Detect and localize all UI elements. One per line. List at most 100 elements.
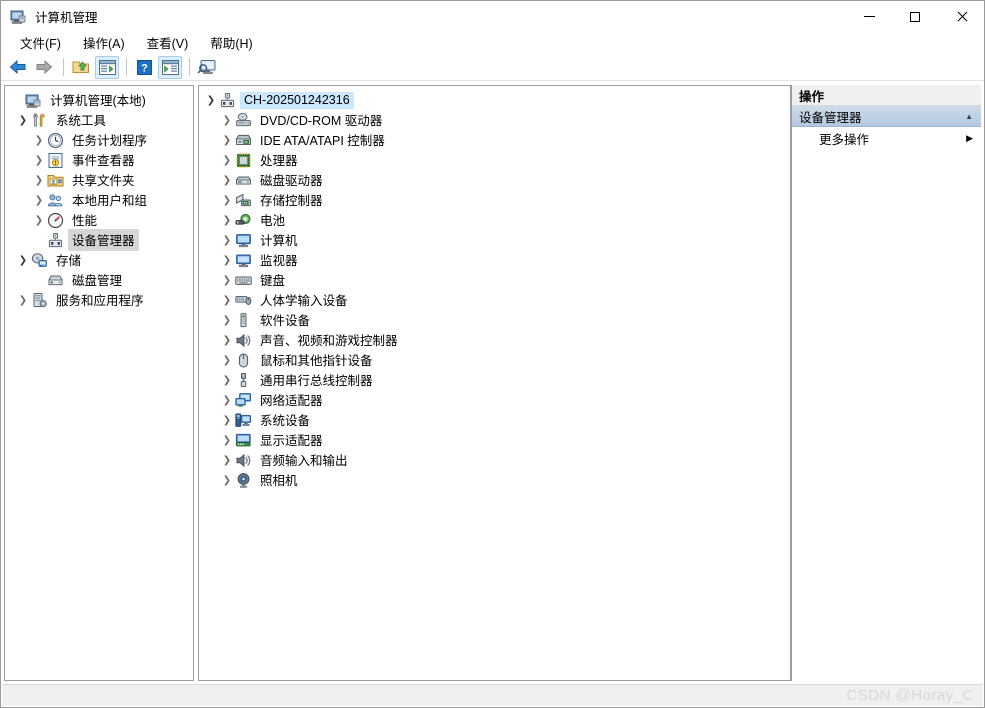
maximize-button[interactable] xyxy=(892,1,938,32)
submenu-chevron-right-icon[interactable]: ▶ xyxy=(966,132,973,143)
device-category-storage-controllers[interactable]: ❯ 存储控制器 xyxy=(199,190,790,210)
sidebar-item-task-scheduler[interactable]: ❯ 任务计划程序 xyxy=(5,130,193,150)
device-tree-root[interactable]: ❯ CH-202501242316 xyxy=(199,90,790,110)
chevron-right-icon[interactable]: ❯ xyxy=(222,154,232,166)
device-category-system-devices[interactable]: ❯ 系统设备 xyxy=(199,410,790,430)
device-category-audio-io[interactable]: ❯ 音频输入和输出 xyxy=(199,450,790,470)
help-button[interactable]: ? xyxy=(132,56,156,79)
chevron-right-icon[interactable]: ❯ xyxy=(222,414,232,426)
device-category-label: 声音、视频和游戏控制器 xyxy=(260,334,398,348)
chevron-right-icon[interactable]: ❯ xyxy=(222,114,232,126)
chevron-right-icon[interactable]: ❯ xyxy=(222,214,232,226)
chevron-down-icon[interactable]: ❯ xyxy=(206,94,216,106)
chevron-right-icon[interactable]: ❯ xyxy=(222,474,232,486)
sidebar-item-shared-folders[interactable]: ❯ 共享文件夹 xyxy=(5,170,193,190)
device-category-software-devices[interactable]: ❯ 软件设备 xyxy=(199,310,790,330)
actions-group-device-manager[interactable]: 设备管理器 ▲ xyxy=(792,106,981,127)
scan-hardware-changes-button[interactable] xyxy=(195,56,219,79)
chevron-right-icon[interactable]: ❯ xyxy=(222,294,232,306)
collapse-chevron-up-icon[interactable]: ▲ xyxy=(965,111,973,121)
chevron-right-icon[interactable]: ❯ xyxy=(34,174,44,186)
device-category-network-adapters[interactable]: ❯ 网络适配器 xyxy=(199,390,790,410)
device-category-label: 通用串行总线控制器 xyxy=(260,374,373,388)
software-device-icon xyxy=(235,312,252,329)
storage-icon xyxy=(31,252,48,269)
chevron-down-icon[interactable]: ❯ xyxy=(18,254,28,266)
menu-bar: 文件(F) 操作(A) 查看(V) 帮助(H) xyxy=(1,32,984,54)
device-category-display-adapters[interactable]: ❯ 显示适配器 xyxy=(199,430,790,450)
chevron-right-icon[interactable]: ❯ xyxy=(222,134,232,146)
menu-help-label: 帮助(H) xyxy=(210,37,253,51)
chevron-right-icon[interactable]: ❯ xyxy=(34,154,44,166)
pane-splitter[interactable] xyxy=(194,85,198,681)
back-button[interactable] xyxy=(6,56,30,79)
chevron-right-icon[interactable]: ❯ xyxy=(222,174,232,186)
sidebar-item-services-applications[interactable]: ❯ 服务和应用程序 xyxy=(5,290,193,310)
action-more-actions-label: 更多操作 xyxy=(819,132,870,147)
system-tools-icon xyxy=(31,112,48,129)
device-category-hid[interactable]: ❯ xyxy=(199,290,790,310)
show-hide-console-tree-button[interactable] xyxy=(158,55,182,79)
sidebar-item-disk-management[interactable]: 磁盘管理 xyxy=(5,270,193,290)
chevron-right-icon[interactable]: ❯ xyxy=(34,214,44,226)
menu-help[interactable]: 帮助(H) xyxy=(199,31,263,55)
network-adapter-icon xyxy=(235,392,252,409)
device-category-cameras[interactable]: ❯ 照相机 xyxy=(199,470,790,490)
device-category-dvd-cdrom[interactable]: ❯ DVD/CD-ROM 驱动器 xyxy=(199,110,790,130)
chevron-right-icon[interactable]: ❯ xyxy=(222,334,232,346)
sidebar-item-system-tools[interactable]: ❯ 系统工具 xyxy=(5,110,193,130)
sidebar-item-storage[interactable]: ❯ 存储 xyxy=(5,250,193,270)
console-tree-root[interactable]: 计算机管理(本地) xyxy=(5,90,193,110)
sidebar-item-local-users-groups[interactable]: ❯ 本地用户和组 xyxy=(5,190,193,210)
chevron-right-icon[interactable]: ❯ xyxy=(222,394,232,406)
device-category-batteries[interactable]: ❯ 电池 xyxy=(199,210,790,230)
chevron-right-icon[interactable]: ❯ xyxy=(222,454,232,466)
sound-video-game-icon xyxy=(235,332,252,349)
chevron-right-icon[interactable]: ❯ xyxy=(222,434,232,446)
chevron-right-icon[interactable]: ❯ xyxy=(222,194,232,206)
sidebar-item-performance[interactable]: ❯ 性能 xyxy=(5,210,193,230)
device-category-sound-video-game[interactable]: ❯ 声音、视频和游戏控制器 xyxy=(199,330,790,350)
device-tree-root-label: CH-202501242316 xyxy=(240,91,354,109)
device-category-processors[interactable]: ❯ xyxy=(199,150,790,170)
close-button[interactable] xyxy=(938,1,984,32)
chevron-right-icon[interactable]: ❯ xyxy=(222,354,232,366)
device-category-ide-ata-atapi[interactable]: ❯ IDE ATA/ATAPI 控制器 xyxy=(199,130,790,150)
chevron-right-icon[interactable]: ❯ xyxy=(222,234,232,246)
chevron-right-icon[interactable]: ❯ xyxy=(222,374,232,386)
chevron-right-icon[interactable]: ❯ xyxy=(18,294,28,306)
chevron-right-icon[interactable]: ❯ xyxy=(222,274,232,286)
help-icon: ? xyxy=(136,59,152,75)
keyboard-icon xyxy=(235,272,252,289)
properties-button[interactable] xyxy=(95,55,119,79)
device-category-mice-pointing[interactable]: ❯ 鼠标和其他指针设备 xyxy=(199,350,790,370)
chevron-right-icon[interactable]: ❯ xyxy=(34,134,44,146)
sidebar-item-event-viewer[interactable]: ❯ 事件查看器 xyxy=(5,150,193,170)
device-category-usb-controllers[interactable]: ❯ 通用串行总线控制器 xyxy=(199,370,790,390)
usb-controller-icon xyxy=(235,372,252,389)
device-category-monitors[interactable]: ❯ 监视器 xyxy=(199,250,790,270)
sidebar-item-storage-label: 存储 xyxy=(56,254,82,268)
device-category-label: 存储控制器 xyxy=(260,194,323,208)
chevron-right-icon[interactable]: ❯ xyxy=(222,314,232,326)
action-more-actions[interactable]: 更多操作 ▶ xyxy=(792,127,981,149)
menu-file[interactable]: 文件(F) xyxy=(9,31,72,55)
chevron-down-icon[interactable]: ❯ xyxy=(18,114,28,126)
menu-action[interactable]: 操作(A) xyxy=(72,31,136,55)
up-one-level-button[interactable] xyxy=(69,56,93,79)
device-category-label: 系统设备 xyxy=(260,414,311,428)
audio-io-icon xyxy=(235,452,252,469)
expander-none xyxy=(31,272,47,288)
sidebar-item-device-manager[interactable]: 设备管理器 xyxy=(5,229,193,251)
back-icon xyxy=(9,59,26,75)
device-category-keyboards[interactable]: ❯ xyxy=(199,270,790,290)
forward-button[interactable] xyxy=(32,56,56,79)
device-category-computer[interactable]: ❯ 计算机 xyxy=(199,230,790,250)
chevron-right-icon[interactable]: ❯ xyxy=(34,194,44,206)
device-category-label: 键盘 xyxy=(260,274,286,288)
menu-view[interactable]: 查看(V) xyxy=(136,31,200,55)
device-category-disk-drives[interactable]: ❯ 磁盘驱动器 xyxy=(199,170,790,190)
chevron-right-icon[interactable]: ❯ xyxy=(222,254,232,266)
minimize-button[interactable] xyxy=(846,1,892,32)
actions-group-label: 设备管理器 xyxy=(799,110,862,125)
